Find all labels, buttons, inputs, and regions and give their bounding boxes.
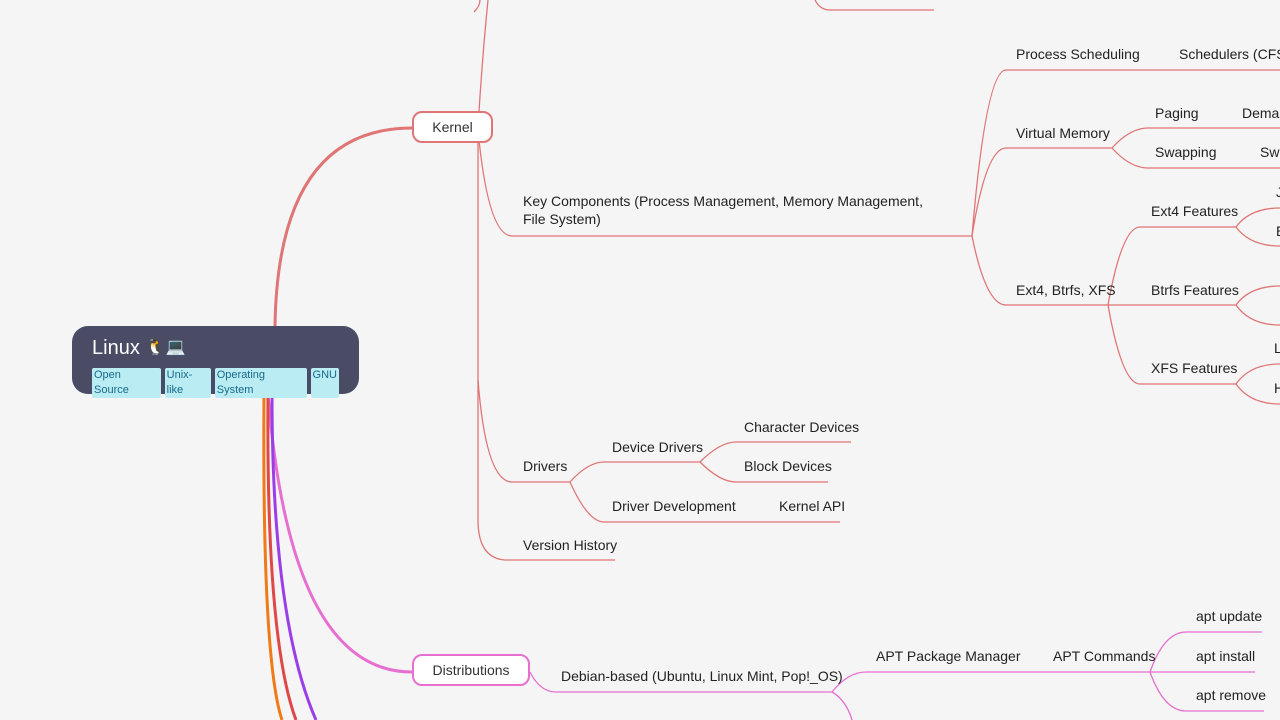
node-apt-update[interactable]: apt update	[1196, 608, 1263, 624]
connector-block-devices	[699, 461, 828, 483]
node-paging-child[interactable]: Demar	[1242, 105, 1280, 121]
connector-btrfs-leaf-1	[1235, 285, 1280, 306]
node-ext4-leaf-1[interactable]: J	[1276, 184, 1280, 200]
connector-root-distributions	[266, 393, 413, 674]
connector-btrfs-leaf-2	[1235, 304, 1280, 326]
node-drivers[interactable]: Drivers	[523, 458, 568, 474]
connector-apt-update	[1149, 631, 1262, 673]
node-paging[interactable]: Paging	[1155, 105, 1199, 121]
root-tags: Open Source Unix-like Operating System G…	[92, 368, 339, 398]
connector-swapping	[1111, 147, 1280, 169]
connector-root-extra-orange	[262, 393, 284, 720]
connector-root-kernel	[273, 126, 413, 327]
node-kernel[interactable]: Kernel	[412, 111, 493, 143]
connector-device-drivers	[569, 461, 700, 483]
node-distributions[interactable]: Distributions	[412, 654, 530, 686]
node-schedulers[interactable]: Schedulers (CFS,	[1179, 46, 1280, 62]
node-apt-remove[interactable]: apt remove	[1196, 687, 1267, 703]
connector-debian	[529, 671, 832, 693]
root-emoji: 🐧💻	[145, 339, 186, 356]
node-driver-development[interactable]: Driver Development	[612, 498, 736, 514]
connector-apt	[831, 671, 1150, 693]
node-virtual-memory[interactable]: Virtual Memory	[1016, 125, 1110, 141]
node-block-devices[interactable]: Block Devices	[744, 458, 832, 474]
node-apt-install[interactable]: apt install	[1196, 648, 1256, 664]
tag-operating-system: Operating System	[214, 368, 307, 398]
node-kernel-api[interactable]: Kernel API	[779, 498, 846, 514]
tag-open-source: Open Source	[92, 368, 161, 398]
node-btrfs-features[interactable]: Btrfs Features	[1151, 282, 1239, 298]
connector-xfs	[1107, 304, 1236, 385]
node-apt-package-manager[interactable]: APT Package Manager	[876, 648, 1021, 664]
connector-root-extra-red	[266, 393, 298, 720]
node-xfs-features[interactable]: XFS Features	[1151, 360, 1238, 376]
node-filesystems[interactable]: Ext4, Btrfs, XFS	[1016, 282, 1116, 298]
connector-top-right	[814, 0, 934, 11]
node-debian-based[interactable]: Debian-based (Ubuntu, Linux Mint, Pop!_O…	[561, 668, 843, 684]
connector-debian-down	[831, 691, 853, 720]
tag-gnu: GNU	[310, 368, 339, 398]
node-swapping-child[interactable]: Swa	[1260, 144, 1280, 160]
connector-character-devices	[699, 441, 851, 463]
root-title: Linux	[92, 337, 140, 359]
node-ext4-features[interactable]: Ext4 Features	[1151, 203, 1239, 219]
root-node[interactable]: Linux 🐧💻 Open Source Unix-like Operating…	[72, 326, 359, 398]
connector-root-extra-purple	[270, 393, 318, 720]
node-kernel-label: Kernel	[432, 119, 473, 135]
tag-unix-like: Unix-like	[164, 368, 211, 398]
connector-virtual-memory	[971, 147, 1112, 237]
node-xfs-leaf-2[interactable]: H	[1274, 380, 1280, 396]
connector-ext4	[1107, 226, 1236, 306]
connector-ext4-leaf-1	[1235, 207, 1280, 228]
connector-drivers	[477, 379, 570, 483]
connector-xfs-leaf-2	[1235, 383, 1280, 405]
node-xfs-leaf-1[interactable]: L	[1274, 340, 1280, 356]
node-process-scheduling[interactable]: Process Scheduling	[1016, 46, 1140, 62]
root-title-row: Linux 🐧💻	[92, 336, 339, 360]
connector-driver-development	[569, 481, 840, 523]
node-key-components[interactable]: Key Components (Process Management, Memo…	[523, 193, 923, 227]
node-swapping[interactable]: Swapping	[1155, 144, 1217, 160]
node-distributions-label: Distributions	[432, 662, 510, 678]
node-ext4-leaf-2[interactable]: E	[1276, 222, 1280, 240]
connector-xfs-leaf-1	[1235, 363, 1280, 385]
node-character-devices[interactable]: Character Devices	[744, 419, 860, 435]
connector-ext4-leaf-2	[1235, 226, 1280, 247]
connector-process-scheduling	[971, 69, 1280, 237]
connector-key-components	[477, 129, 972, 237]
node-version-history[interactable]: Version History	[523, 537, 618, 553]
connector-paging	[1111, 127, 1280, 149]
connector-top-left	[473, 0, 481, 13]
node-apt-commands[interactable]: APT Commands	[1053, 648, 1156, 664]
connector-filesystems	[971, 235, 1108, 306]
connector-apt-remove	[1149, 671, 1264, 712]
node-device-drivers[interactable]: Device Drivers	[612, 439, 704, 455]
